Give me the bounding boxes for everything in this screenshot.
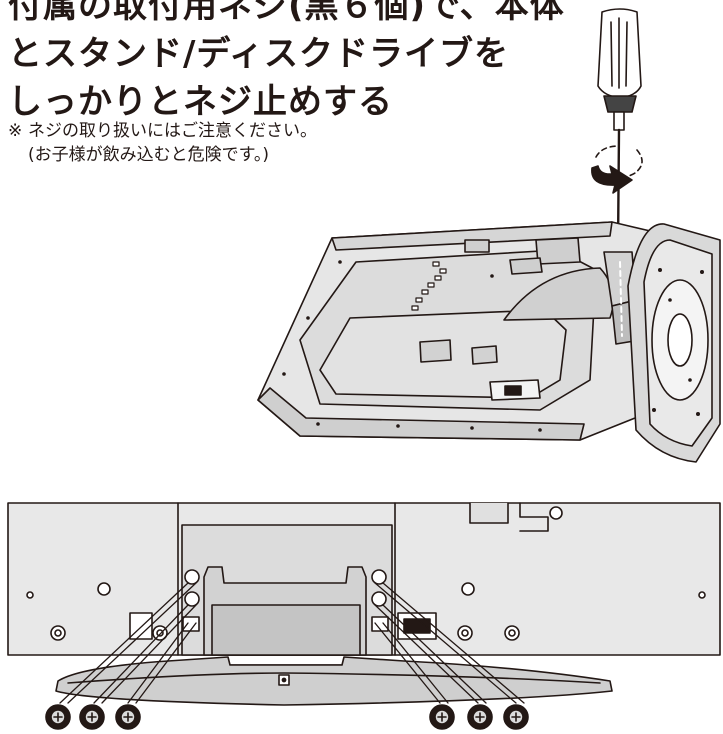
closeup-stand [55, 566, 613, 706]
screw-icon [79, 704, 105, 730]
instruction-heading: 付属の取付用ネジ(黒６個)で、本体 とスタンド/ディスクドライブを しっかりとネ… [8, 0, 565, 126]
stand-screw-closeup [7, 502, 721, 730]
stand-screw-holes [182, 569, 389, 632]
stand-base-plate [627, 223, 721, 463]
rear-terminals [411, 261, 447, 311]
caution-note: ※ ネジの取り扱いにはご注意ください。 (お子様が飲み込むと危険です。) [8, 119, 428, 167]
screw-icon-group [45, 704, 529, 730]
caution-note-line-1: ※ ネジの取り扱いにはご注意ください。 [8, 119, 428, 143]
note-mark: ※ [8, 121, 23, 141]
screw-guide-lines [59, 582, 525, 704]
tv-rear-panel [257, 221, 681, 441]
screw-icon [467, 704, 493, 730]
heading-line-2: とスタンド/ディスクドライブを [8, 34, 510, 74]
screw-icon [115, 704, 141, 730]
rotation-arrow-icon [591, 145, 643, 194]
caution-note-line-2: (お子様が飲み込むと危険です。) [28, 145, 270, 165]
screw-icon [503, 704, 529, 730]
caution-text: ネジの取り扱いにはご注意ください。 [28, 121, 317, 141]
heading-line-3: しっかりとネジ止めする [8, 82, 393, 122]
screw-icon [45, 704, 71, 730]
heading-line-1: 付属の取付用ネジ(黒６個)で、本体 [8, 0, 565, 26]
closeup-connectors [50, 612, 520, 641]
screw-icon [429, 704, 455, 730]
tv-rear-stand-illustration [257, 8, 721, 463]
